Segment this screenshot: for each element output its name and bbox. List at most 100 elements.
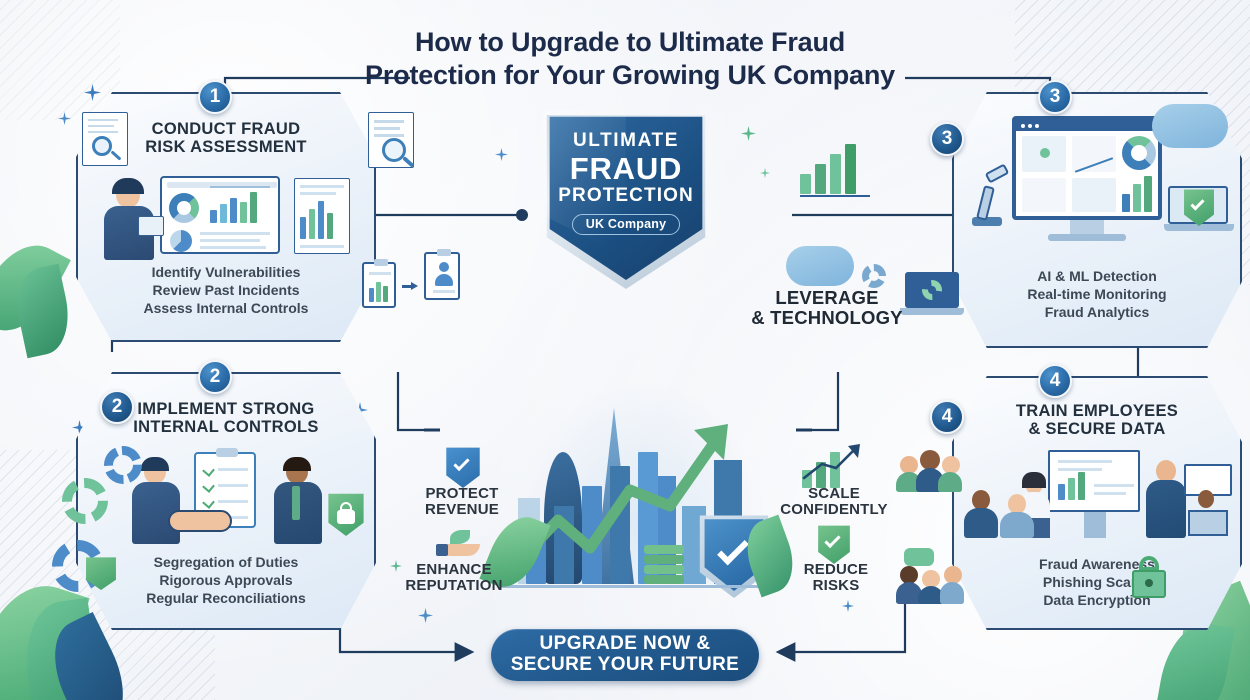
sparkle-icon <box>390 560 402 572</box>
sparkle-icon <box>760 168 770 178</box>
step-2-bullets: Segregation of Duties Rigorous Approvals… <box>76 554 376 608</box>
benefit-scale-confidently: SCALE CONFIDENTLY <box>778 486 890 518</box>
clipboard-chart-icon <box>362 259 396 308</box>
cta-upgrade-button[interactable]: UPGRADE NOW & SECURE YOUR FUTURE <box>491 629 759 681</box>
team-group-icon <box>896 448 962 492</box>
ai-chip-laptop-icon <box>900 272 964 320</box>
badge-line-1: ULTIMATE <box>572 130 680 151</box>
step-4-number-badge-top: 4 <box>1038 364 1072 398</box>
sparkle-icon <box>495 148 508 161</box>
report-document-icon <box>294 178 350 254</box>
step-2-number-badge-top: 2 <box>198 360 232 394</box>
benefit-0-line-1: PROTECT <box>425 485 499 502</box>
step-3-number-badge-inline: 3 <box>930 122 964 156</box>
hand-leaf-icon <box>436 530 482 558</box>
analytics-monitor-icon <box>1012 116 1162 220</box>
cta-line-1: UPGRADE NOW & <box>539 633 711 655</box>
step-2-title-line-2: INTERNAL CONTROLS <box>133 418 319 437</box>
step-3-bullets: AI & ML Detection Real-time Monitoring F… <box>952 268 1242 322</box>
step-4-title-line-2: & SECURE DATA <box>1028 420 1166 439</box>
benefit-1-line-2: REPUTATION <box>405 576 503 594</box>
clipboard-person-icon <box>424 249 460 300</box>
podium-icon <box>1182 464 1234 536</box>
benefit-3-line-1: REDUCE <box>803 561 869 578</box>
step-2-bullet-2: Rigorous Approvals <box>159 571 293 588</box>
step-1-title-line-2: RISK ASSESSMENT <box>145 138 307 157</box>
step-4-title-line-1: TRAIN EMPLOYEES <box>1015 402 1179 420</box>
step-2-title-line-1: IMPLEMENT STRONG <box>137 400 315 418</box>
benefit-protect-revenue: PROTECT REVENUE <box>412 486 512 518</box>
step-4-bullets: Fraud Awareness Phishing Scams Data Encr… <box>952 556 1242 610</box>
step-1-number-badge: 1 <box>198 80 232 114</box>
sparkle-icon <box>58 112 71 125</box>
team-chat-group-icon <box>896 548 964 604</box>
lock-shield-icon <box>326 492 366 536</box>
step-4-illustration <box>960 450 1234 546</box>
leverage-technology-line-1: LEVERAGE <box>775 287 879 308</box>
growth-bars-icon <box>800 138 874 197</box>
sparkle-icon <box>741 126 756 141</box>
cloud-network-icon <box>1152 104 1228 148</box>
step-3-bullet-3: Fraud Analytics <box>1044 303 1150 320</box>
step-1-bullet-2: Review Past Incidents <box>152 281 300 298</box>
step-4-number-badge-inline: 4 <box>930 400 964 434</box>
document-magnifier-icon <box>368 112 415 168</box>
step-3-bullet-2: Real-time Monitoring <box>1027 285 1167 302</box>
page-title: How to Upgrade to Ultimate Fraud Protect… <box>300 26 960 92</box>
step-2-number-badge-inline: 2 <box>100 390 134 424</box>
step-2-bullet-3: Regular Reconciliations <box>146 589 306 606</box>
sparkle-icon <box>842 600 854 612</box>
arrow-right-icon <box>402 282 418 290</box>
step-3-number-badge-top: 3 <box>1038 80 1072 114</box>
robot-arm-icon <box>966 163 1010 226</box>
cloud-tech-icon <box>786 246 854 286</box>
step-4-bullet-1: Fraud Awareness <box>1039 556 1155 572</box>
leverage-technology-label: LEVERAGE & TECHNOLOGY <box>742 288 912 328</box>
step-2-illustration <box>122 448 332 548</box>
step-1-illustration <box>98 176 356 260</box>
badge-line-2: FRAUD <box>569 151 683 186</box>
benefit-1-line-1: ENHANCE <box>416 561 492 578</box>
gear-icon <box>104 446 142 484</box>
title-line-2: Protection for Your Growing UK Company <box>365 59 895 90</box>
benefit-reduce-risks: REDUCE RISKS <box>790 562 882 594</box>
benefit-3-line-2: RISKS <box>812 576 860 594</box>
benefit-0-line-2: REVENUE <box>425 500 499 518</box>
sparkle-icon <box>84 84 101 101</box>
step-1-bullet-3: Assess Internal Controls <box>143 299 309 316</box>
benefit-enhance-reputation: ENHANCE REPUTATION <box>396 562 512 594</box>
benefit-2-line-1: SCALE <box>808 485 860 502</box>
document-search-icon <box>82 112 128 166</box>
step-1-bullets: Identify Vulnerabilities Review Past Inc… <box>76 264 376 318</box>
leverage-technology-line-2: & TECHNOLOGY <box>751 306 903 328</box>
step-3-bullet-1: AI & ML Detection <box>1037 268 1157 284</box>
sparkle-icon <box>418 608 433 623</box>
step-1-title-line-1: CONDUCT FRAUD <box>151 120 301 138</box>
data-encryption-lock-icon <box>1128 556 1170 600</box>
london-growth-illustration <box>479 378 803 630</box>
dashboard-panel-icon <box>160 176 280 254</box>
secure-laptop-icon <box>1164 186 1234 236</box>
badge-pill-uk-company: UK Company <box>571 214 681 235</box>
gear-shield-icon <box>84 556 118 590</box>
step-card-4[interactable]: TRAIN EMPLOYEES & SECURE DATA <box>952 376 1242 630</box>
step-3-illustration <box>970 104 1234 260</box>
step-2-title: IMPLEMENT STRONG INTERNAL CONTROLS <box>133 400 318 437</box>
presentation-board-icon <box>1048 450 1140 512</box>
ultimate-fraud-protection-badge: ULTIMATE FRAUD PROTECTION UK Company <box>536 104 716 289</box>
step-2-bullet-1: Segregation of Duties <box>153 554 299 570</box>
step-card-3[interactable]: AI & ML Detection Real-time Monitoring F… <box>952 92 1242 348</box>
cta-line-2: SECURE YOUR FUTURE <box>510 654 740 675</box>
step-4-bullet-3: Data Encryption <box>1043 591 1151 608</box>
growth-chart-icon <box>802 444 864 488</box>
step-4-bullet-2: Phishing Scams <box>1042 573 1152 590</box>
shield-check-green-icon <box>816 524 852 564</box>
title-line-1: How to Upgrade to Ultimate Fraud <box>414 27 846 57</box>
benefit-2-line-2: CONFIDENTLY <box>780 500 888 518</box>
badge-line-3: PROTECTION <box>558 185 694 206</box>
step-4-title: TRAIN EMPLOYEES & SECURE DATA <box>1016 402 1178 439</box>
gear-icon <box>62 478 108 524</box>
corner-hatch-top-left <box>0 0 120 120</box>
step-1-bullet-1: Identify Vulnerabilities <box>151 264 301 280</box>
